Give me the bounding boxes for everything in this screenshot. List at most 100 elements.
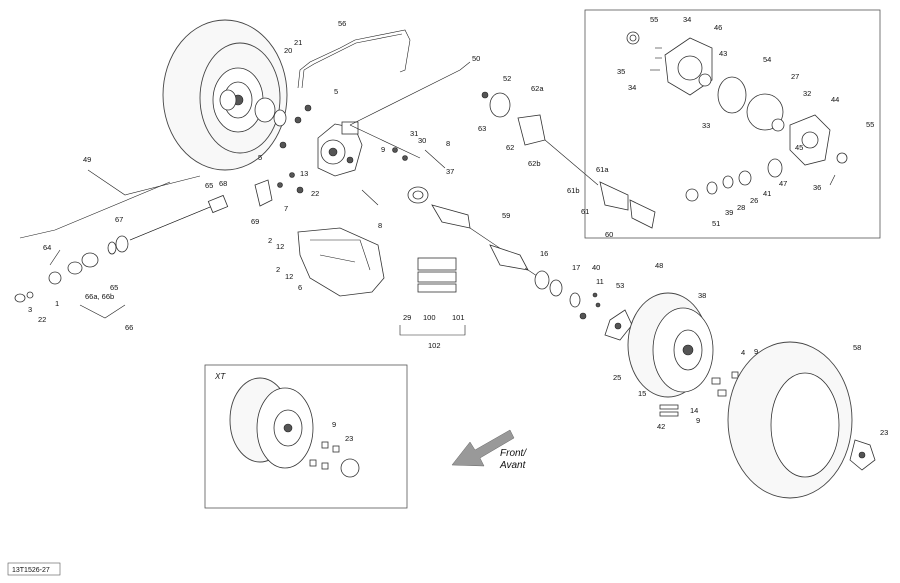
callout-22b: 22: [38, 315, 46, 324]
lug-nuts: [659, 371, 739, 417]
callout-2b: 2: [276, 265, 280, 274]
callout-55a: 55: [650, 15, 658, 24]
callout-25: 25: [613, 373, 621, 382]
callout-3: 3: [28, 305, 32, 314]
callout-12a: 12: [276, 242, 284, 251]
front-right-rim: [627, 292, 714, 398]
valve-cap: [849, 439, 876, 471]
callout-101: 101: [452, 313, 465, 322]
callout-5a: 5: [334, 87, 338, 96]
reference-code: 13T1526-27: [12, 567, 50, 574]
callout-1: 1: [55, 299, 59, 308]
callout-41: 41: [763, 189, 771, 198]
callout-54: 54: [763, 55, 771, 64]
differential-hardware: [277, 104, 446, 206]
callout-8a: 8: [446, 139, 450, 148]
callout-42: 42: [657, 422, 665, 431]
callout-50: 50: [472, 54, 480, 63]
callout-8b: 8: [378, 221, 382, 230]
callout-31: 31: [410, 129, 418, 138]
callout-15: 15: [638, 389, 646, 398]
callout-32: 32: [803, 89, 811, 98]
callout-20: 20: [284, 46, 292, 55]
callout-59: 59: [502, 211, 510, 220]
callout-52: 52: [503, 74, 511, 83]
callout-38: 38: [698, 291, 706, 300]
callout-69: 69: [251, 217, 259, 226]
callout-67: 67: [115, 215, 123, 224]
callout-45: 45: [795, 143, 803, 152]
front-right-tire: [727, 341, 853, 499]
callout-6: 6: [298, 283, 302, 292]
skid-plate: [297, 227, 457, 297]
callout-33: 33: [702, 121, 710, 130]
drive-shaft: [407, 186, 541, 279]
callout-14: 14: [690, 406, 698, 415]
callout-29: 29: [403, 313, 411, 322]
callout-56: 56: [338, 19, 346, 28]
callout-65b: 65: [110, 283, 118, 292]
callout-11: 11: [596, 277, 604, 286]
reference-box: [7, 562, 61, 576]
callout-66: 66: [125, 323, 133, 332]
inset-label: XT: [214, 372, 226, 381]
callout-27: 27: [791, 72, 799, 81]
xt-inset-box: [204, 364, 408, 509]
callout-61b: 61b: [567, 186, 580, 195]
differential-detail-parts: [626, 31, 848, 202]
callout-58: 58: [853, 343, 861, 352]
callout-28: 28: [737, 203, 745, 212]
callout-46: 46: [714, 23, 722, 32]
callout-49: 49: [83, 155, 91, 164]
callout-2a: 2: [268, 236, 272, 245]
callout-34a: 34: [683, 15, 691, 24]
upper-drive-shaft: [481, 91, 656, 229]
callout-26: 26: [750, 196, 758, 205]
callout-60: 60: [605, 230, 613, 239]
callout-68: 68: [219, 179, 227, 188]
hub-parts: [534, 270, 601, 320]
callout-43: 43: [719, 49, 727, 58]
callout-16: 16: [540, 249, 548, 258]
callout-5b: 5: [258, 153, 262, 162]
callout-66ab: 66a, 66b: [85, 292, 114, 301]
callout-30: 30: [418, 136, 426, 145]
callout-9d: 9: [332, 420, 336, 429]
callout-23b: 23: [345, 434, 353, 443]
callout-64: 64: [43, 243, 51, 252]
callout-9c: 9: [696, 416, 700, 425]
callout-63: 63: [478, 124, 486, 133]
callout-61a: 61a: [596, 165, 609, 174]
callout-13: 13: [300, 169, 308, 178]
callout-36: 36: [813, 183, 821, 192]
front-label-1: Front/: [500, 448, 527, 459]
callout-39: 39: [725, 208, 733, 217]
callout-40: 40: [592, 263, 600, 272]
callout-22: 22: [311, 189, 319, 198]
callout-21: 21: [294, 38, 302, 47]
front-arrow: [451, 429, 515, 467]
callout-17: 17: [572, 263, 580, 272]
callout-61: 61: [581, 207, 589, 216]
callout-37: 37: [446, 167, 454, 176]
callout-35: 35: [617, 67, 625, 76]
callout-47: 47: [779, 179, 787, 188]
callout-34b: 34: [628, 83, 636, 92]
callout-55b: 55: [866, 120, 874, 129]
callout-65a: 65: [205, 181, 213, 190]
differential-detail-box: [584, 9, 881, 239]
callout-100: 100: [423, 313, 436, 322]
callout-labels: 56 21 20 5 5 31 30 8 8 9 13 22 7 69 68 6…: [28, 15, 888, 443]
callout-102: 102: [428, 341, 441, 350]
brake-disc-hub: [604, 309, 633, 341]
front-label-2: Avant: [499, 460, 527, 471]
callout-51: 51: [712, 219, 720, 228]
callout-62b: 62b: [528, 159, 541, 168]
callout-44: 44: [831, 95, 839, 104]
brake-line: [297, 29, 411, 89]
callout-62: 62: [506, 143, 514, 152]
bracket-lines: [19, 61, 471, 336]
rear-differential: [317, 121, 363, 177]
rear-left-cv-joint: [219, 89, 287, 127]
